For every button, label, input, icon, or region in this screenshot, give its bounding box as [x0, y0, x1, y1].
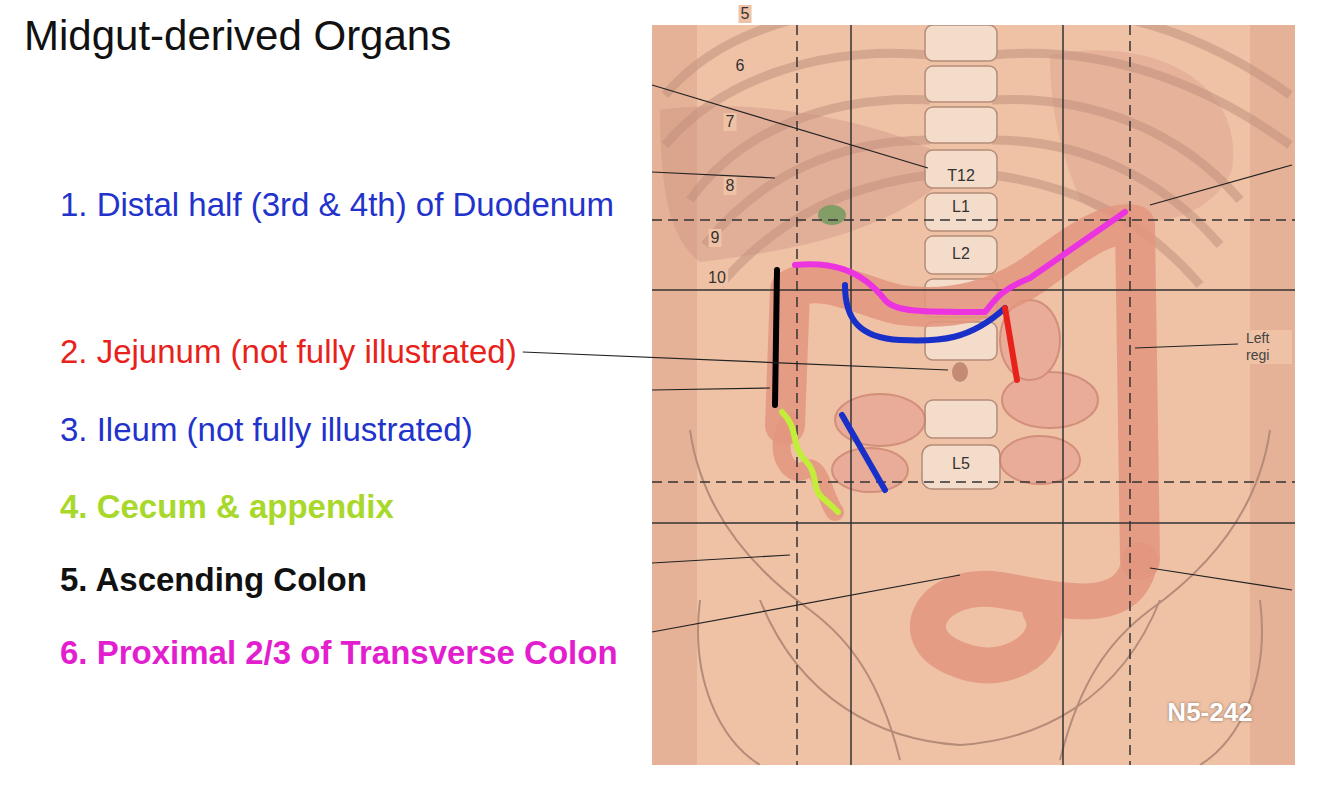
vertebra: [925, 107, 997, 143]
vertebra: [925, 400, 997, 438]
grid-line: [652, 522, 1295, 524]
intestine-loop: [1000, 300, 1060, 380]
vertebra-label: L1: [950, 198, 972, 216]
list-item: 3. Ileum (not fully illustrated): [60, 392, 473, 468]
list-item: 5. Ascending Colon: [60, 542, 367, 618]
umbilicus: [952, 362, 968, 382]
grid-line: [1129, 25, 1131, 765]
vertebra: [925, 193, 997, 231]
list-item: 1. Distal half (3rd & 4th) of Duodenum: [60, 167, 654, 243]
leader-lines: [652, 85, 1292, 632]
grid-line: [652, 219, 1295, 221]
leader-line: [1135, 344, 1238, 348]
rib-number: 9: [709, 229, 722, 247]
highlight-lines: [775, 212, 1125, 512]
vertebra-label: L2: [950, 245, 972, 263]
vertebra: [925, 150, 997, 188]
rib: [705, 140, 930, 245]
cecum-mark: [782, 412, 838, 512]
jejunum-mark: [1005, 308, 1017, 380]
region-label: Left regi: [1244, 330, 1292, 364]
figure-reference: N5-242: [1167, 697, 1252, 727]
thigh-line: [698, 600, 760, 765]
rib-number: 5: [739, 5, 752, 23]
leader-line: [652, 172, 775, 178]
grid-line: [796, 25, 798, 765]
rib-number: 6: [734, 57, 747, 75]
intestine-loop: [832, 448, 908, 492]
leader-line: [1150, 568, 1292, 590]
torso-figure: [652, 25, 1295, 765]
intestine-loop: [1000, 436, 1080, 484]
hip-bone: [1060, 430, 1270, 760]
vertebra: [925, 66, 997, 102]
duodenum-mark: [845, 285, 1005, 341]
ileum-mark: [842, 415, 885, 490]
grid-line: [850, 25, 852, 765]
vertebra: [925, 25, 997, 61]
list-item: 4. Cecum & appendix: [60, 469, 394, 545]
ascending-colon-mark: [775, 270, 777, 405]
rib-number: 7: [724, 113, 737, 131]
grid-line: [1062, 25, 1064, 765]
ribs: [665, 25, 1290, 285]
grid-line: [652, 289, 1295, 291]
leader-line: [523, 352, 948, 370]
leader-line: [1150, 165, 1292, 205]
leader-lines: [523, 352, 948, 370]
vertebra-label: T12: [945, 167, 977, 185]
hip-bone: [690, 430, 900, 760]
thigh-line: [1200, 600, 1262, 765]
region-grid: [652, 25, 1295, 765]
vertebra-label: L5: [950, 455, 972, 473]
leader-line: [652, 85, 928, 168]
intestine-loop: [835, 394, 925, 446]
list-item: 2. Jejunum (not fully illustrated): [60, 314, 517, 390]
small-intestine: [832, 300, 1098, 492]
grid-line: [652, 481, 1295, 483]
gallbladder: [818, 205, 846, 225]
pelvis: [690, 430, 1270, 765]
vertebra: [925, 236, 997, 274]
pelvic-rim: [760, 600, 1160, 745]
vertebral-column: [922, 25, 1000, 489]
list-item: 6. Proximal 2/3 of Transverse Colon: [60, 615, 669, 691]
skin: [652, 25, 1295, 765]
slide-title: Midgut-derived Organs: [24, 12, 451, 60]
rib-number: 10: [706, 269, 728, 287]
rib-number: 8: [724, 177, 737, 195]
leader-line: [652, 575, 960, 632]
rib: [992, 25, 1290, 95]
leader-line: [652, 388, 770, 390]
leader-line: [652, 555, 790, 563]
